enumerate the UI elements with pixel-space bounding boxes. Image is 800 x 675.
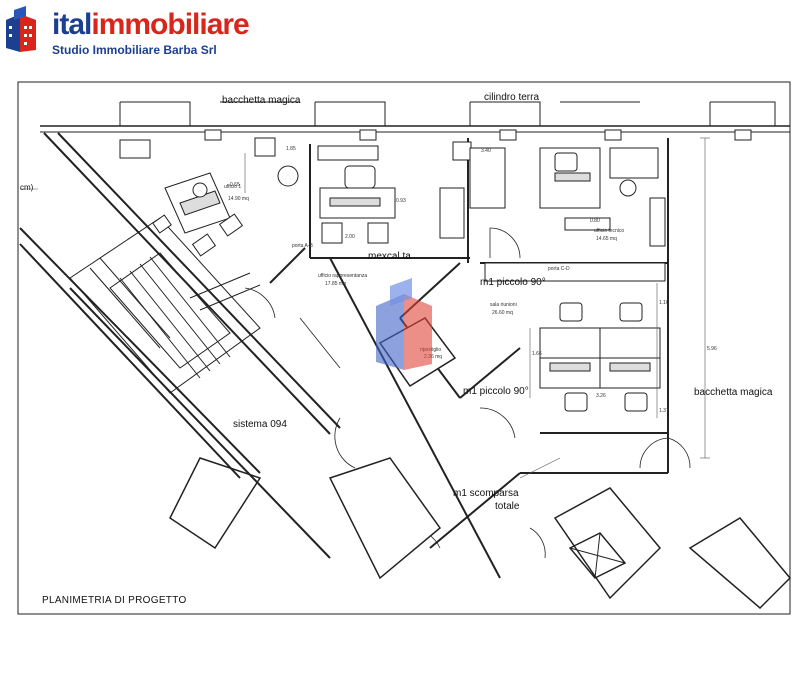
room-area-ripostiglio: 2.36 mq [424,354,443,360]
label-sistema: sistema 094 [233,419,287,430]
label-bacchetta-magica-top: bacchetta magica [222,95,301,106]
dim-label: 3.40 [481,148,491,154]
label-m1-scomparsa-2: totale [495,501,520,512]
building-logo-icon [6,6,36,52]
dim-label: 0.65 [230,182,240,188]
dim-label: 1.16 [659,300,669,306]
room-label-porta-ab: porta A-B [292,243,313,249]
dim-label: 0.80 [590,218,600,224]
brand-name-part2: immobiliare [91,8,249,41]
plan-title: PLANIMETRIA DI PROGETTO [42,595,187,606]
room-label-ufficio-rapp: ufficio rappresentanza [318,273,368,279]
room-label-sala: sala riunioni [490,302,517,308]
dim-label: 5.96 [707,346,717,352]
header: italimmobiliare Studio Immobiliare Barba… [0,0,800,80]
room-area-ufficio-rapp: 17.85 mq [325,281,346,287]
dim-label: 1.37 [659,408,669,414]
room-area-ufficio-tecnico: 14.65 mq [596,236,617,242]
label-m1-piccolo-b: m1 piccolo 90° [463,386,529,397]
brand-name-part1: ital [52,8,92,41]
room-area-ufficio-sx: 14.90 mq [228,196,249,202]
label-mexcal: mexcal ta [368,251,411,262]
label-bacchetta-magica-right: bacchetta magica [694,387,773,398]
watermark-logo-icon [376,278,432,370]
dim-label: 0.93 [396,198,406,204]
dim-label: 3.26 [596,393,606,399]
footer [0,620,800,675]
dim-label: 1.66 [532,351,542,357]
label-cm: cm) [20,183,34,192]
room-label-porta-cd: porta C-D [548,266,570,272]
label-m1-scomparsa-1: m1 scomparsa [453,488,519,499]
room-label-ufficio-tecnico: ufficio tecnico [594,228,625,234]
dim-label: 1.85 [286,146,296,152]
room-area-sala: 26.60 mq [492,310,513,316]
label-m1-piccolo-a: m1 piccolo 90° [480,277,546,288]
brand-name: italimmobiliare [52,8,250,41]
dim-label: 2.00 [345,234,355,240]
room-label-ufficio-sx: ufficio 1 [224,184,242,190]
label-cilindro-terra: cilindro terra [484,92,540,103]
brand-subtitle: Studio Immobiliare Barba Srl [52,43,217,57]
